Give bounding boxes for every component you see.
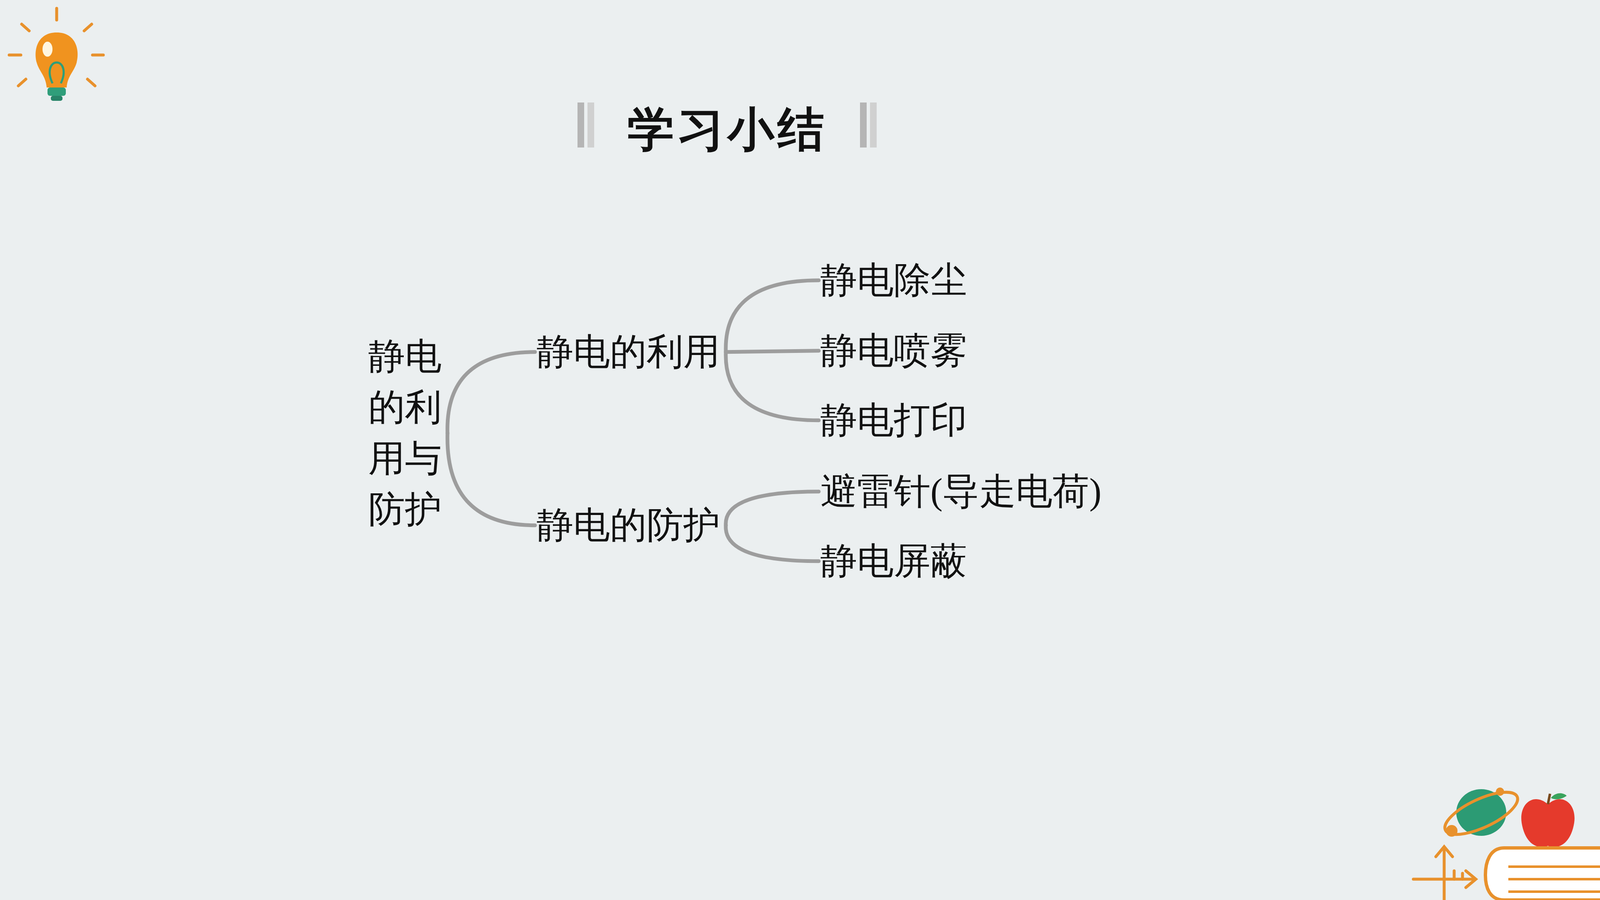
branch-topic: 静电的利用 [534, 328, 723, 376]
topic-text: 静电的利用与防护 [368, 331, 442, 535]
bracket-connector [447, 352, 535, 434]
topic-text: 静电的防护 [536, 503, 720, 548]
bulb-icon [9, 8, 104, 101]
bracket-connector [725, 280, 819, 353]
bracket-connector [725, 350, 819, 353]
topic-text: 静电除尘 [820, 258, 968, 303]
corner-illustration [1413, 783, 1600, 900]
leaf-topic: 静电屏蔽 [817, 537, 970, 585]
bracket-connector [447, 433, 535, 526]
bracket-connector [725, 352, 819, 421]
topic-text: 避雷针(导走电荷) [820, 469, 1102, 514]
root-topic: 静电的利用与防护 [365, 329, 445, 537]
branch-topic: 静电的防护 [534, 501, 723, 550]
topic-text: 静电屏蔽 [820, 539, 968, 584]
leaf-topic: 静电喷雾 [817, 327, 970, 375]
bracket-connector [725, 491, 819, 526]
leaf-topic: 静电打印 [817, 396, 970, 445]
topic-text: 静电喷雾 [820, 328, 968, 373]
leaf-topic: 避雷针(导走电荷) [817, 467, 1105, 516]
leaf-topic: 静电除尘 [817, 256, 970, 305]
bracket-connector [725, 525, 819, 562]
topic-text: 静电的利用 [536, 330, 720, 375]
slide-title: 学习小结 [0, 98, 1455, 162]
topic-text: 静电打印 [820, 398, 968, 443]
